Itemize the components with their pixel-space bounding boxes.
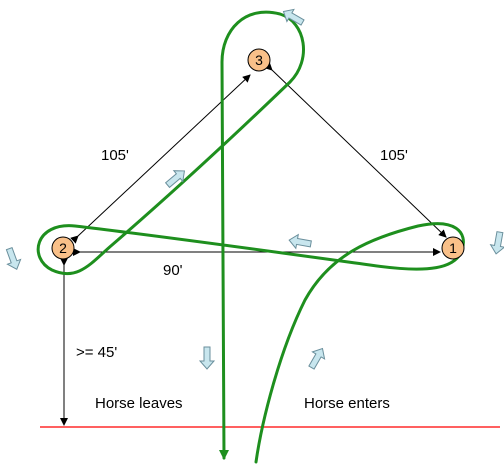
distance-label-left: 105' bbox=[101, 147, 129, 164]
direction-arrow-icon bbox=[488, 230, 504, 256]
horse-enters-label: Horse enters bbox=[304, 395, 390, 412]
direction-arrow-icon bbox=[199, 346, 215, 370]
direction-arrow-icon bbox=[287, 232, 313, 252]
barrel-1: 1 bbox=[441, 236, 465, 260]
barrel-2-label: 2 bbox=[59, 240, 67, 256]
dimension-arrow-3-to-1 bbox=[264, 62, 447, 238]
distance-label-to-line: >= 45' bbox=[76, 344, 117, 361]
barrel-3: 3 bbox=[247, 48, 271, 72]
direction-arrow-icon bbox=[2, 245, 24, 273]
distance-label-right: 105' bbox=[380, 147, 408, 164]
barrel-3-label: 3 bbox=[255, 52, 263, 68]
horse-path bbox=[36, 10, 465, 464]
distance-label-bottom: 90' bbox=[163, 262, 183, 279]
direction-arrow-icon bbox=[304, 344, 330, 372]
barrel-1-label: 1 bbox=[449, 240, 457, 256]
horse-leaves-label: Horse leaves bbox=[95, 395, 183, 412]
barrel-2: 2 bbox=[51, 236, 75, 260]
